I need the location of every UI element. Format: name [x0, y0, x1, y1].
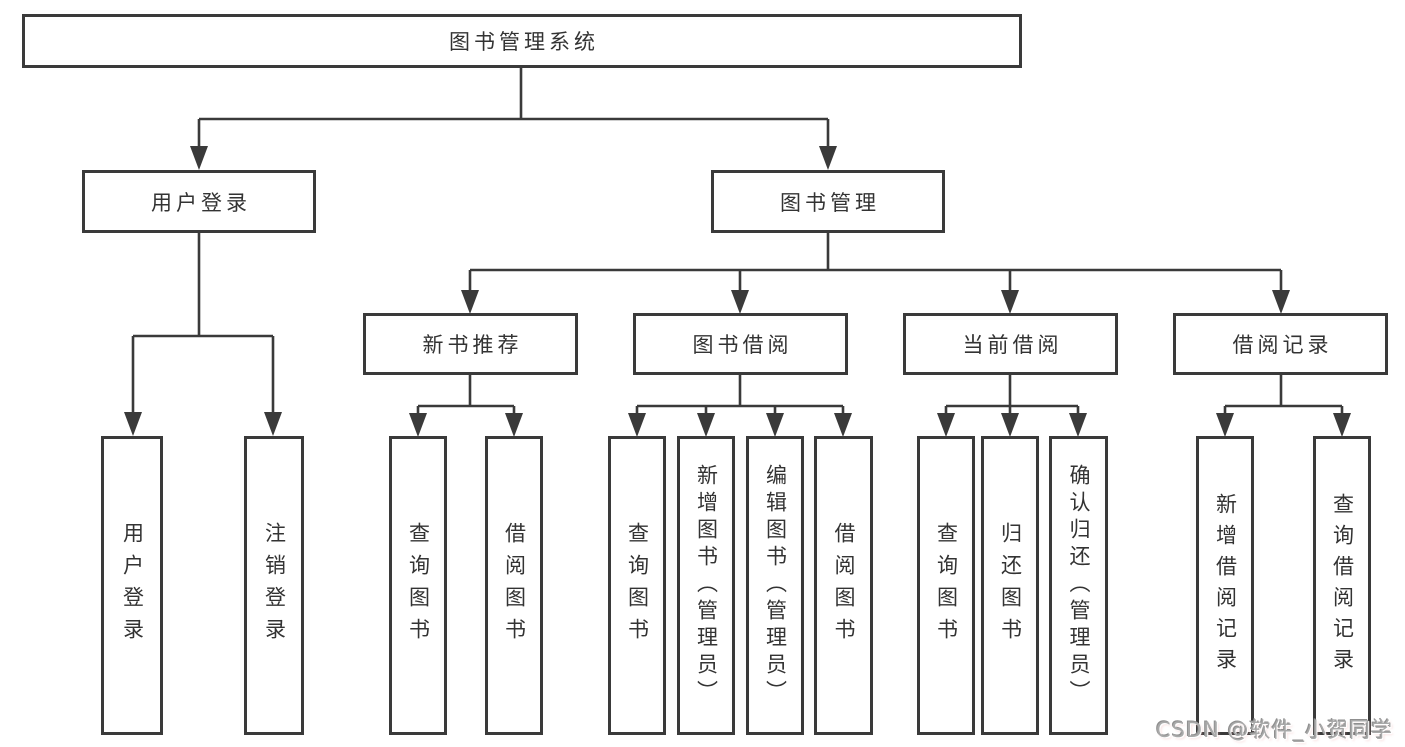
leaf-return-book: 归还图书: [981, 436, 1039, 735]
leaf-recommend-query-books: 查询图书: [389, 436, 447, 735]
node-current-borrow: 当前借阅: [903, 313, 1118, 375]
leaf-user-login: 用户登录: [101, 436, 163, 735]
csdn-watermark: CSDN @软件_小贺同学: [1155, 718, 1393, 742]
leaf-add-borrow-record: 新增借阅记录: [1196, 436, 1254, 735]
leaf-borrow-books: 借阅图书: [814, 436, 873, 735]
node-book-borrow: 图书借阅: [633, 313, 848, 375]
leaf-borrow-query-books: 查询图书: [608, 436, 666, 735]
leaf-current-query-books: 查询图书: [917, 436, 975, 735]
tree-branches: [131, 68, 1344, 432]
node-root-system: 图书管理系统: [22, 14, 1022, 68]
leaf-confirm-return-admin: 确认归还（管理员）: [1049, 436, 1108, 735]
node-book-management: 图书管理: [711, 170, 945, 233]
node-user-login: 用户登录: [82, 170, 316, 233]
leaf-logout-login: 注销登录: [244, 436, 304, 735]
leaf-edit-book-admin: 编辑图书（管理员）: [746, 436, 804, 735]
leaf-query-borrow-record: 查询借阅记录: [1313, 436, 1371, 735]
leaf-add-book-admin: 新增图书（管理员）: [677, 436, 735, 735]
node-new-book-recommend: 新书推荐: [363, 313, 578, 375]
leaf-recommend-borrow-books: 借阅图书: [485, 436, 543, 735]
node-borrow-records: 借阅记录: [1173, 313, 1388, 375]
